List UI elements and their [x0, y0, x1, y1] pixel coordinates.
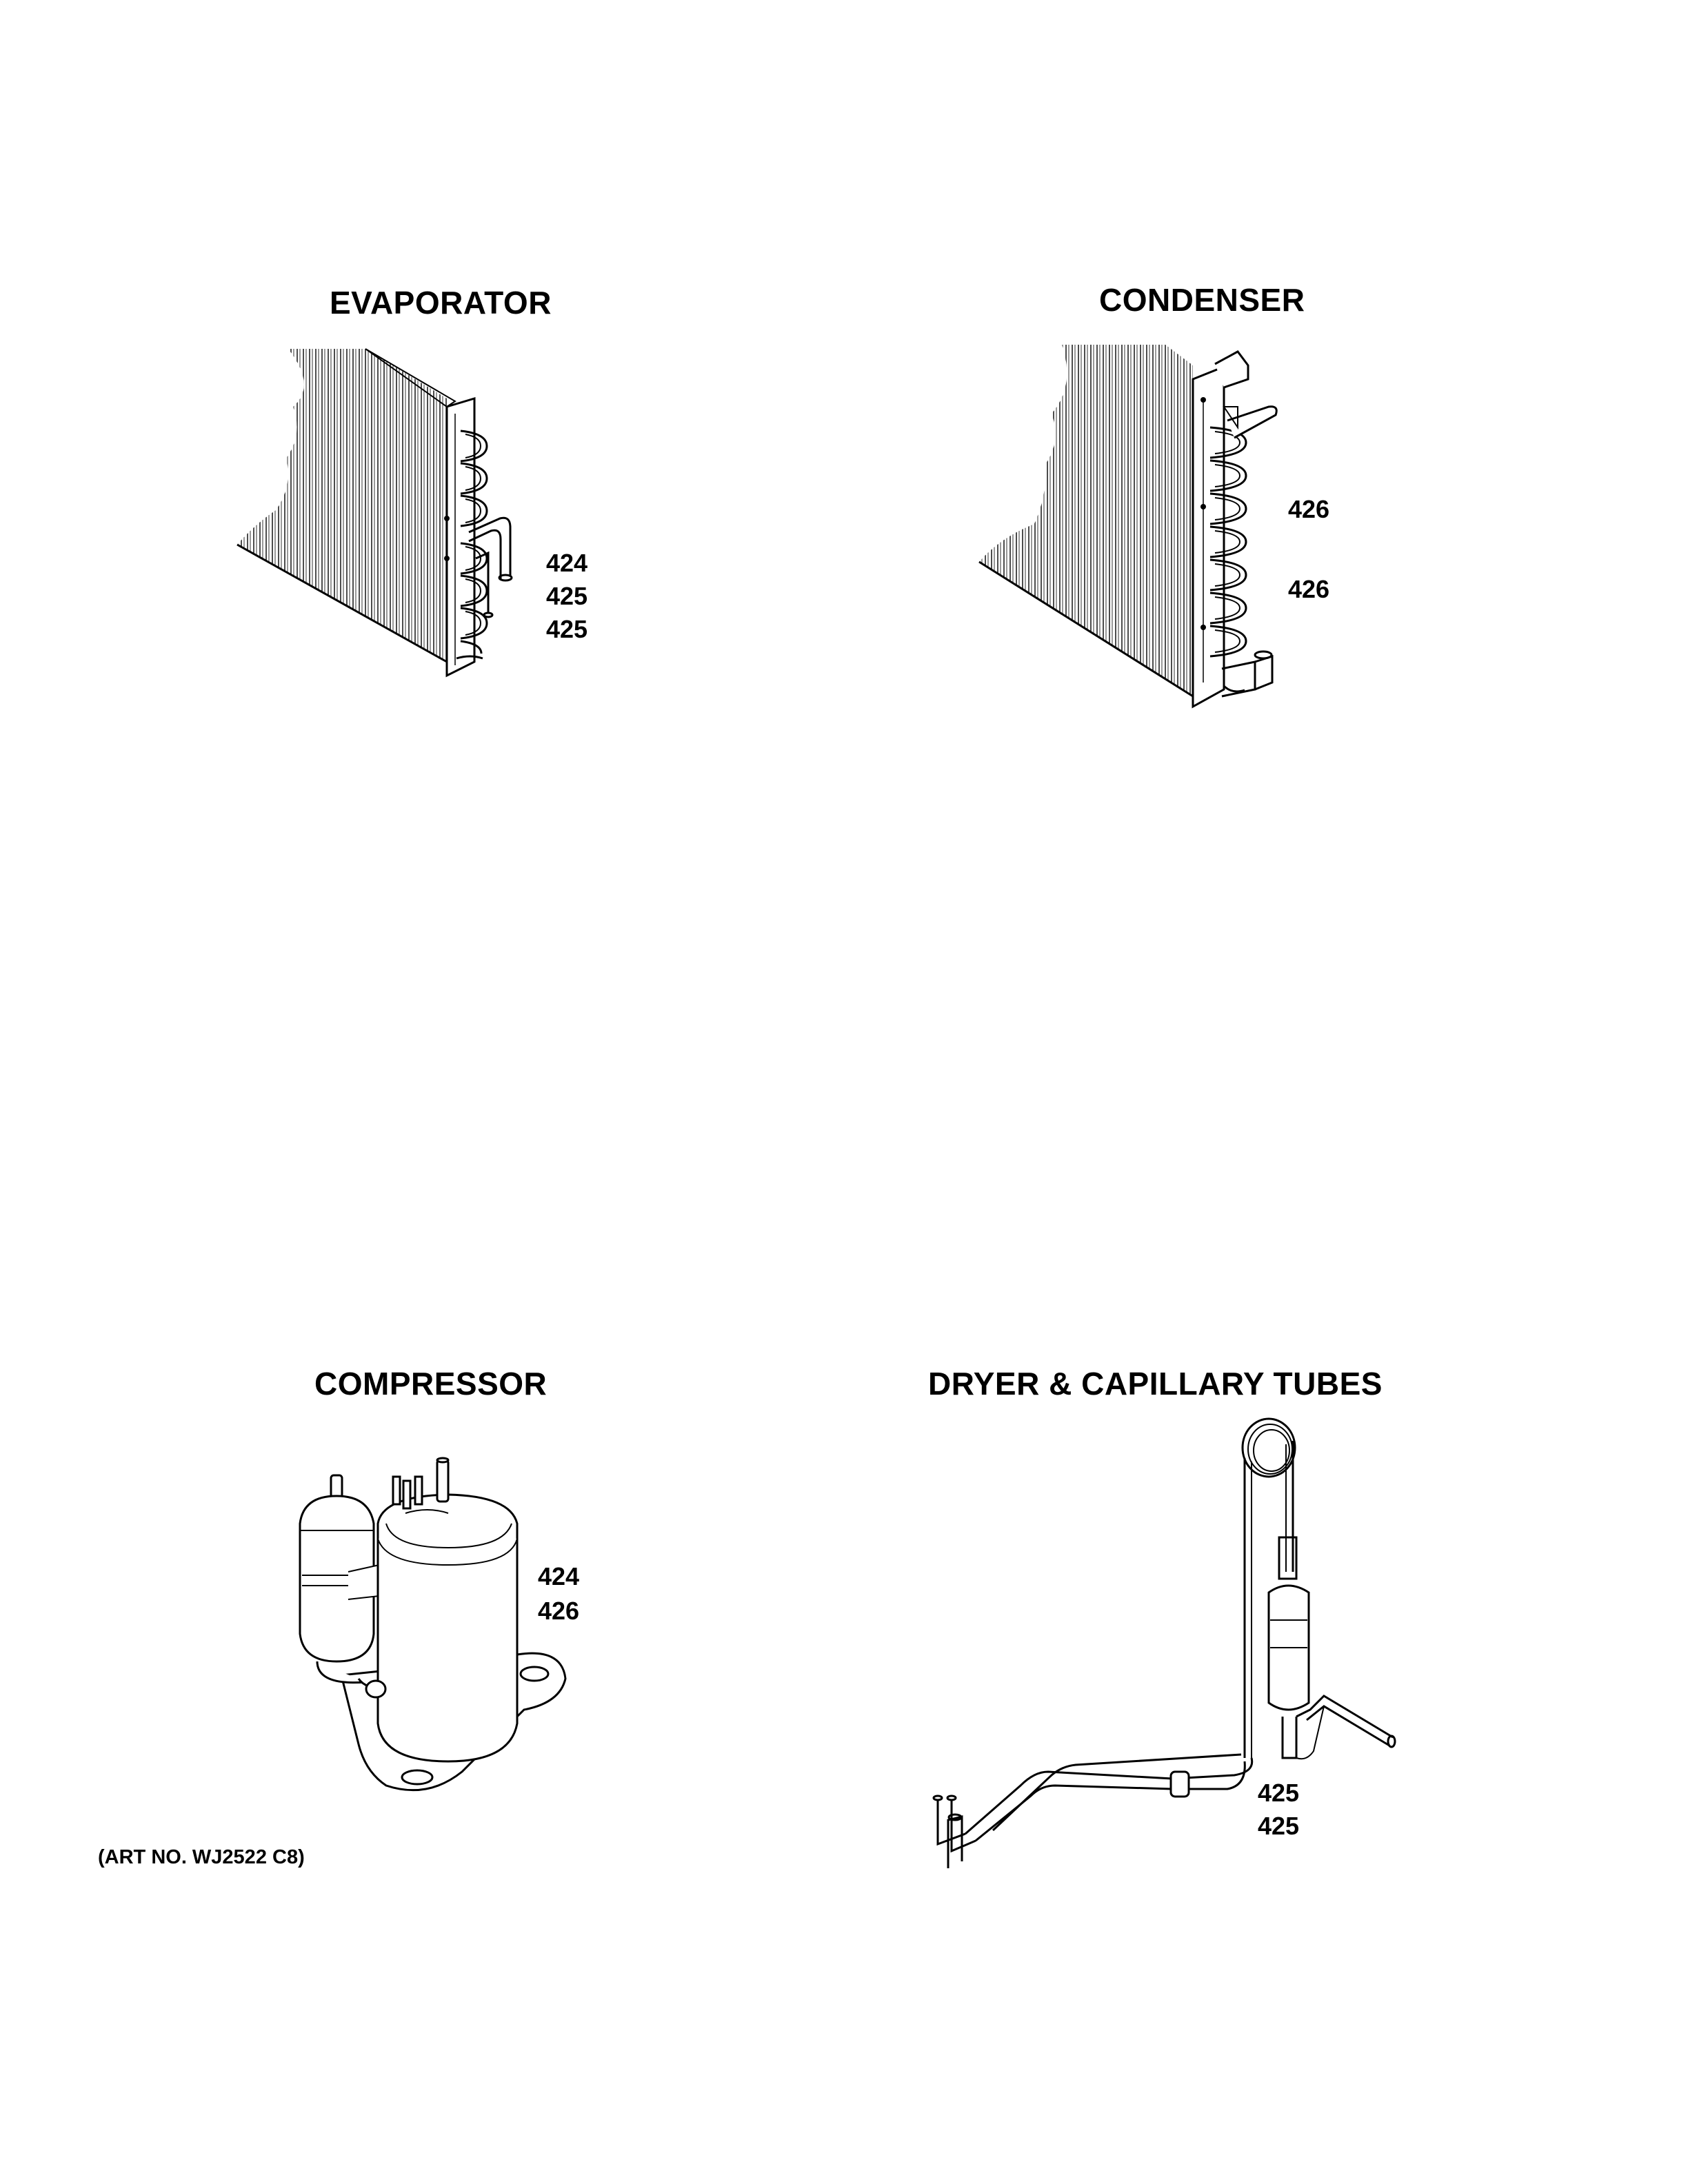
compressor-illustration — [290, 1448, 593, 1813]
condenser-part-label: 426 — [1288, 575, 1330, 603]
dryer-part-label: 425 — [1258, 1812, 1300, 1840]
dryer-part-label: 425 — [1258, 1779, 1300, 1807]
evaporator-part-label: 425 — [546, 582, 588, 610]
condenser-part-label: 426 — [1288, 495, 1330, 523]
dryer-capillary-title: DRYER & CAPILLARY TUBES — [928, 1366, 1383, 1402]
evaporator-part-label: 425 — [546, 615, 588, 643]
compressor-part-label: 424 — [538, 1562, 580, 1590]
art-number: (ART NO. WJ2522 C8) — [98, 1846, 305, 1868]
dryer-capillary-illustration — [910, 1413, 1420, 1882]
evaporator-illustration — [228, 338, 517, 682]
evaporator-part-label: 424 — [546, 549, 588, 577]
condenser-illustration — [965, 345, 1296, 717]
compressor-part-label: 426 — [538, 1597, 580, 1625]
evaporator-title: EVAPORATOR — [330, 285, 552, 321]
condenser-title: CONDENSER — [1099, 282, 1305, 318]
compressor-title: COMPRESSOR — [314, 1366, 547, 1402]
